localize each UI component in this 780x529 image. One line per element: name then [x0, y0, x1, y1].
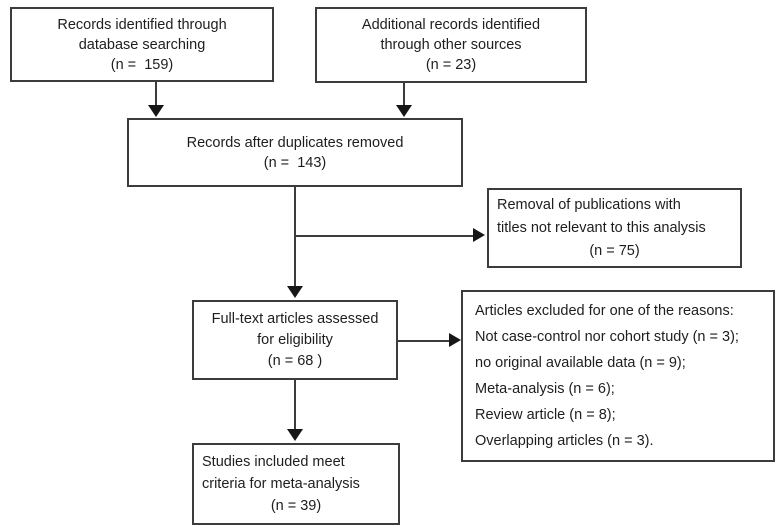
box-line: Overlapping articles (n = 3).	[475, 433, 654, 449]
box-line: criteria for meta-analysis	[202, 476, 360, 492]
arrow-identified-to-duplicates-line	[155, 82, 157, 106]
box-line: Not case-control nor cohort study (n = 3…	[475, 329, 739, 345]
box-articles-excluded: Articles excluded for one of the reasons…	[461, 290, 775, 462]
box-line: Full-text articles assessed	[211, 310, 379, 327]
box-count: (n = 23)	[425, 57, 477, 73]
box-count: (n = 143)	[263, 154, 327, 171]
box-studies-included: Studies included meet criteria for meta-…	[192, 443, 400, 525]
arrowhead-down-icon	[396, 105, 412, 117]
arrowhead-down-icon	[148, 105, 164, 117]
box-line: Additional records identified	[361, 17, 541, 33]
box-line: no original available data (n = 9);	[475, 355, 686, 371]
arrowhead-down-icon	[287, 429, 303, 441]
box-records-after-duplicates: Records after duplicates removed (n = 14…	[127, 118, 463, 187]
arrow-additional-to-duplicates-line	[403, 83, 405, 106]
arrowhead-right-icon	[449, 333, 461, 347]
box-removal-not-relevant: Removal of publications with titles not …	[487, 188, 742, 268]
arrowhead-right-icon	[473, 228, 485, 242]
box-line: Meta-analysis (n = 6);	[475, 381, 615, 397]
box-full-text-assessed: Full-text articles assessed for eligibil…	[192, 300, 398, 380]
box-line: titles not relevant to this analysis	[497, 219, 706, 236]
arrow-duplicates-to-fulltext-line	[294, 187, 296, 287]
box-line: Review article (n = 8);	[475, 407, 616, 423]
box-additional-records: Additional records identified through ot…	[315, 7, 587, 83]
box-count: (n = 39)	[270, 498, 322, 514]
arrowhead-down-icon	[287, 286, 303, 298]
box-count: (n = 68 )	[267, 352, 323, 369]
arrow-fulltext-to-excluded-line	[398, 340, 449, 342]
box-line: database searching	[78, 36, 206, 53]
box-count: (n = 75)	[589, 242, 640, 259]
arrow-fulltext-to-included-line	[294, 380, 296, 429]
box-line: Articles excluded for one of the reasons…	[475, 303, 734, 319]
box-line: Removal of publications with	[497, 196, 681, 213]
box-records-identified: Records identified through database sear…	[10, 7, 274, 82]
arrow-duplicates-to-removal-line	[295, 235, 473, 237]
box-line: for eligibility	[257, 331, 333, 348]
box-line: Studies included meet	[202, 454, 345, 470]
box-count: (n = 159)	[110, 56, 174, 73]
box-line: Records identified through	[57, 16, 227, 33]
box-line: Records after duplicates removed	[186, 134, 404, 151]
box-line: through other sources	[380, 37, 522, 53]
